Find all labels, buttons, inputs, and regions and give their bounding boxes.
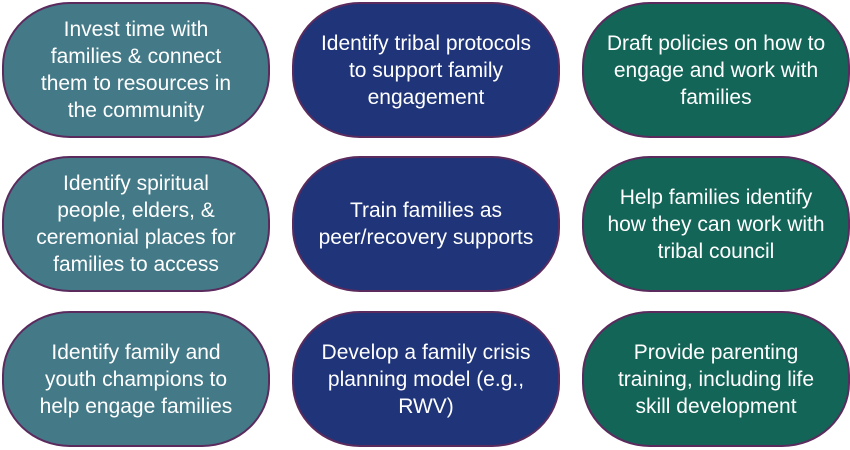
box-text: Provide parenting training, including li… xyxy=(617,340,815,418)
box-text: Develop a family crisis planning model (… xyxy=(321,340,531,418)
box-provide-parenting-training: Provide parenting training, including li… xyxy=(582,311,850,447)
box-text: Help families identify how they can work… xyxy=(607,185,825,263)
box-identify-champions: Identify family and youth champions to h… xyxy=(2,311,270,447)
box-help-families-tribal-council: Help families identify how they can work… xyxy=(582,156,850,292)
box-text: Train families as peer/recovery supports xyxy=(318,199,534,249)
box-identify-spiritual-people: Identify spiritual people, elders, & cer… xyxy=(2,156,270,292)
box-text: Identify spiritual people, elders, & cer… xyxy=(36,172,236,276)
box-train-families: Train families as peer/recovery supports xyxy=(292,156,560,292)
box-identify-tribal-protocols: Identify tribal protocols to support fam… xyxy=(292,2,560,138)
box-text: Identify family and youth champions to h… xyxy=(39,340,233,418)
box-draft-policies: Draft policies on how to engage and work… xyxy=(582,2,850,138)
box-text: Draft policies on how to engage and work… xyxy=(606,31,826,109)
box-text: Invest time with families & connect them… xyxy=(40,18,232,122)
box-develop-crisis-model: Develop a family crisis planning model (… xyxy=(292,311,560,447)
box-text: Identify tribal protocols to support fam… xyxy=(320,31,532,109)
box-invest-time-with-families: Invest time with families & connect them… xyxy=(2,2,270,138)
